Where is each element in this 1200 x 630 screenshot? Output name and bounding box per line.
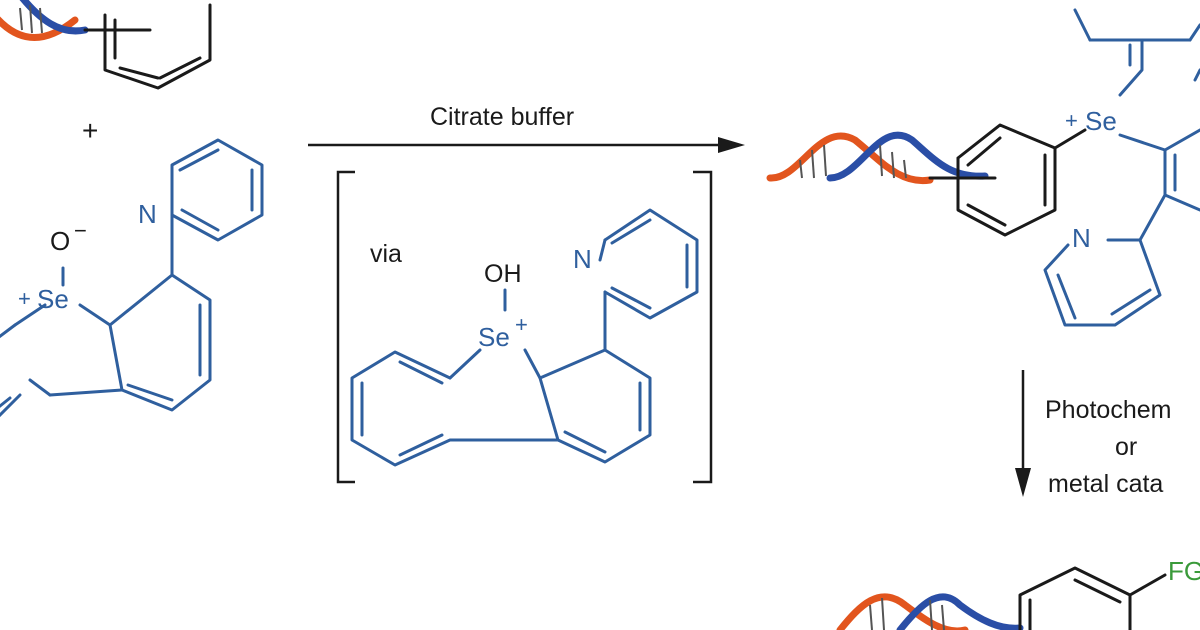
second-step-condition-1: Photochem [1045,396,1171,424]
product-pyridine-n: N [1072,223,1091,253]
intermediate-structure [350,208,699,467]
intermediate-selenium-charge: + [515,312,528,337]
product-selenonium-structure [1043,8,1200,327]
intermediate-hydroxy: OH [484,260,522,288]
reaction-condition-label: Citrate buffer [430,103,574,131]
product-selenium-label: Se [1085,106,1117,136]
reaction-arrow [308,137,745,153]
via-label: via [370,240,402,268]
second-step-condition-2: or [1115,433,1137,461]
functional-group-label: FG [1168,556,1200,586]
final-dna-strand [836,593,1024,630]
reagent-pyridine-n: N [138,199,157,229]
intermediate-selenium-label: Se [478,322,510,352]
reagent-selenium-label: Se [37,284,69,314]
reagent-selenium-charge: + [18,286,31,311]
product-arene-ring [928,123,1087,237]
starting-arene-ring [83,3,212,90]
final-arene-ring [1018,566,1167,630]
plus-sign: + [82,115,98,146]
starting-dna-strand [0,0,89,41]
second-step-condition-3: metal cata [1048,470,1163,498]
second-step-arrow [1015,370,1031,497]
reagent-oxide-charge: − [74,218,87,243]
intermediate-pyridine-n: N [573,244,592,274]
product-dna-strand [766,131,989,185]
intermediate-brackets [336,170,713,484]
product-selenium-charge: + [1065,108,1078,133]
selenoxide-reagent [0,138,264,418]
reagent-oxide-label: O [50,226,70,256]
